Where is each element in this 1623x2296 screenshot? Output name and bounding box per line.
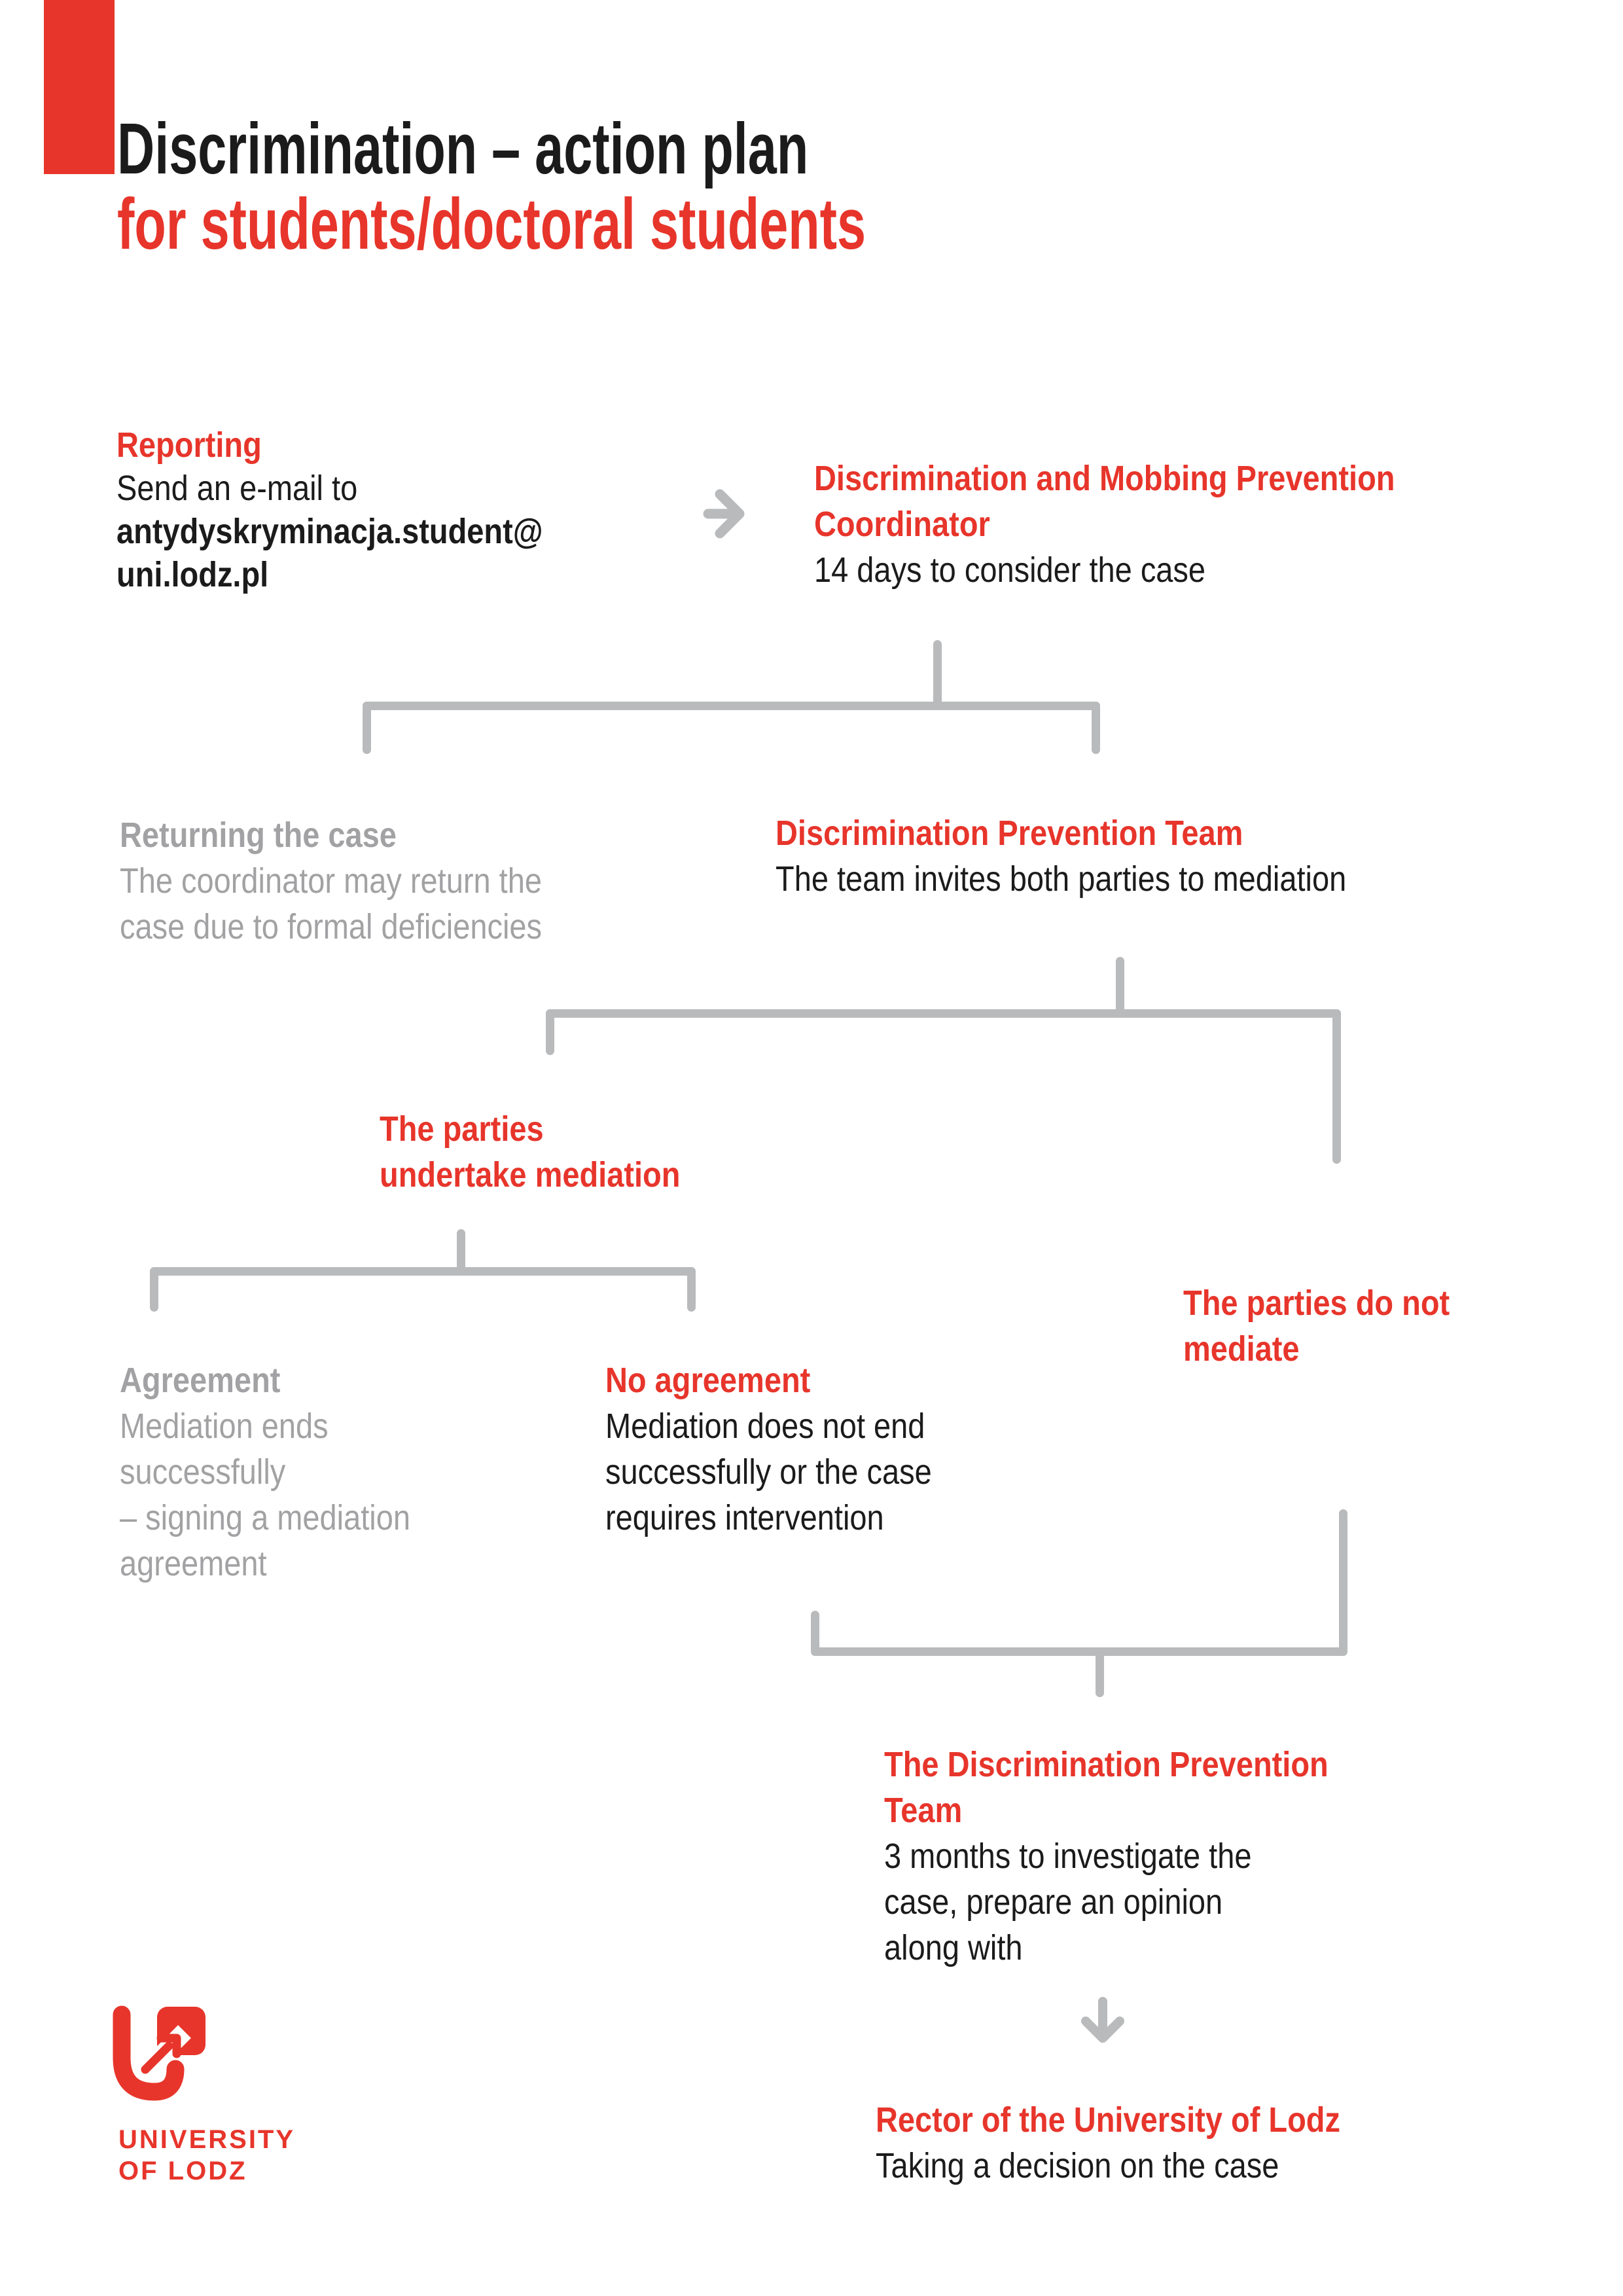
connector-line [546,1009,1341,1018]
node-coordinator: Discrimination and Mobbing Prevention Co… [814,456,1395,593]
node-agreement-heading: Agreement [120,1361,281,1400]
node-reporting-heading: Reporting [116,425,262,465]
node-prevention-team-body: The team invites both parties to mediati… [776,859,1347,899]
connector-line [150,1267,158,1312]
node-agreement-line: Mediation ends [120,1407,329,1446]
corner-red-tab [44,0,115,174]
node-reporting-line: Send an e-mail to [116,469,358,508]
node-prevention-team-heading: Discrimination Prevention Team [776,814,1243,853]
node-rector: Rector of the University of Lodz Taking … [876,2097,1340,2189]
connector-line [933,640,942,710]
connector-line [1332,1009,1341,1164]
node-reporting-email-domain: uni.lodz.pl [116,555,269,594]
connector-line [457,1229,465,1276]
node-investigation-line: case, prepare an opinion [884,1882,1223,1922]
connector-line [363,702,371,754]
node-no-agreement-line: successfully or the case [605,1452,932,1492]
node-investigation-heading: The Discrimination Prevention [884,1745,1329,1784]
node-returning-line: The coordinator may return the [120,861,542,901]
node-returning: Returning the case The coordinator may r… [120,812,542,950]
connector-line [546,1009,554,1055]
page-subtitle: for students/doctoral students [117,184,866,264]
connector-line [811,1647,1347,1656]
arrow-right-icon [703,489,745,539]
node-no-agreement-line: Mediation does not end [605,1407,925,1446]
node-coordinator-body: 14 days to consider the case [814,550,1206,590]
node-investigation-heading2: Team [884,1791,963,1830]
node-returning-heading: Returning the case [120,816,397,855]
logo-wordmark-line1: UNIVERSITY [118,2125,296,2154]
node-agreement: Agreement Mediation ends successfully – … [120,1357,410,1587]
logo-wordmark-line2: OF LODZ [118,2157,247,2185]
node-coordinator-heading2: Coordinator [814,505,990,544]
node-do-not-mediate-line: mediate [1183,1329,1300,1369]
connector-line [1339,1509,1347,1656]
arrow-down-icon [1081,1997,1124,2043]
node-agreement-line: successfully [120,1452,286,1492]
node-do-not-mediate: The parties do not mediate [1183,1280,1450,1372]
node-coordinator-heading: Discrimination and Mobbing Prevention [814,459,1395,498]
connector-line [1092,702,1100,754]
node-no-agreement-heading: No agreement [605,1361,811,1400]
node-undertake-line: The parties [380,1109,544,1149]
node-agreement-line: agreement [120,1544,267,1583]
connector-line [1096,1647,1104,1697]
connector-line [150,1267,696,1276]
node-reporting: Reporting Send an e-mail to antydyskrymi… [116,423,543,596]
node-investigation-line: 3 months to investigate the [884,1837,1252,1876]
node-rector-body: Taking a decision on the case [876,2146,1279,2185]
node-undertake-mediation: The parties undertake mediation [380,1106,680,1198]
page-title: Discrimination – action plan [117,109,809,189]
node-investigation-team: The Discrimination Prevention Team 3 mon… [884,1742,1329,1971]
connector-line [811,1611,819,1656]
connector-line [363,702,1100,710]
node-agreement-line: – signing a mediation [120,1498,410,1537]
node-returning-line: case due to formal deficiencies [120,907,543,946]
node-no-agreement-line: requires intervention [605,1498,884,1537]
node-do-not-mediate-line: The parties do not [1183,1283,1450,1323]
node-investigation-line: along with [884,1928,1023,1967]
node-prevention-team: Discrimination Prevention Team The team … [776,810,1346,902]
connector-line [1116,957,1124,1018]
node-undertake-line: undertake mediation [380,1155,681,1194]
node-no-agreement: No agreement Mediation does not end succ… [605,1357,932,1541]
node-rector-heading: Rector of the University of Lodz [876,2100,1340,2140]
connector-line [687,1267,696,1312]
node-reporting-email: antydyskryminacja.student@ [116,512,543,551]
university-of-lodz-logo-icon [113,2005,205,2101]
